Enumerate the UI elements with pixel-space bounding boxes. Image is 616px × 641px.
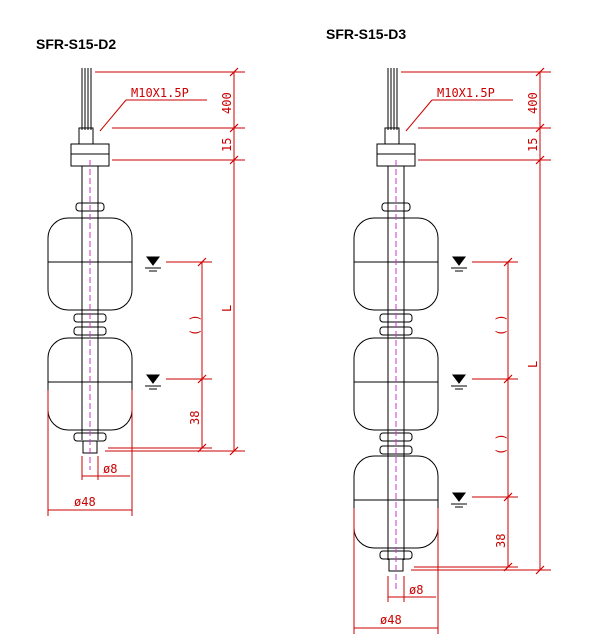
- diagram-title-d3: SFR-S15-D3: [326, 26, 407, 42]
- hex-nut: [376, 143, 416, 155]
- water-level-icon: [451, 374, 467, 390]
- nut-length-label: 15: [220, 138, 234, 152]
- dimension-ticks-d2: [197, 67, 239, 456]
- thread-section: [78, 127, 94, 145]
- dimension-ticks-d3: [503, 67, 545, 575]
- stem-diameter-label: ø8: [103, 462, 117, 476]
- dimension-lines-d3: [353, 71, 551, 634]
- water-level-icon: [451, 256, 467, 272]
- total-length-label: L: [220, 305, 234, 312]
- bottom-offset-label: 38: [494, 534, 508, 548]
- cable-length-label: 400: [220, 92, 234, 114]
- spacing-label: ( ): [188, 314, 202, 336]
- nut-length-label: 15: [526, 138, 540, 152]
- water-level-icon: [145, 374, 161, 390]
- spacing-label: ( ): [494, 433, 508, 455]
- water-level-icon: [145, 256, 161, 272]
- diagram-title-d2: SFR-S15-D2: [36, 36, 117, 52]
- total-length-label: L: [526, 361, 540, 368]
- water-level-icon: [451, 492, 467, 508]
- cable-length-label: 400: [526, 92, 540, 114]
- thread-label: M10X1.5P: [437, 86, 495, 100]
- spacing-label: ( ): [494, 314, 508, 336]
- dimension-lines-d2: [47, 71, 245, 516]
- float-diameter-label: ø48: [74, 495, 96, 509]
- float-diameter-label: ø48: [380, 613, 402, 627]
- stem-diameter-label: ø8: [409, 583, 423, 597]
- hex-nut: [70, 143, 110, 155]
- bottom-offset-label: 38: [188, 411, 202, 425]
- thread-label: M10X1.5P: [131, 86, 189, 100]
- thread-section: [384, 127, 400, 145]
